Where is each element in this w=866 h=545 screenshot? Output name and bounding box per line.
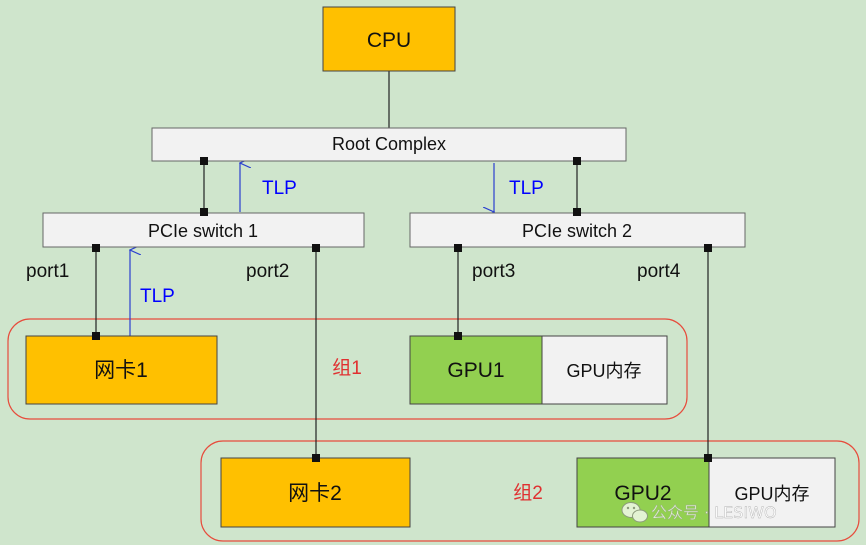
tlp-label-switch2: TLP <box>509 178 544 199</box>
root-complex-box <box>151 127 627 162</box>
port2-label: port2 <box>246 261 289 282</box>
port3-label: port3 <box>472 261 515 282</box>
connection-lines <box>95 71 709 458</box>
pcie-switch-1-label: PCIe switch 1 <box>148 221 258 241</box>
gpu-2-label: GPU2 <box>614 482 671 505</box>
group1-label: 组1 <box>332 357 362 379</box>
cpu-label: CPU <box>367 29 411 52</box>
port-connector-dots <box>92 157 712 462</box>
gpu-1-memory-box <box>541 335 668 405</box>
gpu-1-label: GPU1 <box>447 359 504 382</box>
pcie-switch-1-box <box>42 212 365 248</box>
nic-1-label: 网卡1 <box>94 359 148 382</box>
tlp-label-nic1: TLP <box>140 286 175 307</box>
cpu-box <box>322 6 456 72</box>
nic-1-box <box>25 335 218 405</box>
port1-label: port1 <box>26 261 69 282</box>
port4-label: port4 <box>637 261 681 282</box>
gpu-2-memory-label: GPU内存 <box>734 484 809 504</box>
group2-outline <box>200 440 860 542</box>
gpu-1-memory-label: GPU内存 <box>566 361 641 381</box>
group1-outline <box>7 318 688 420</box>
watermark-text: 公众号 · LESIWO <box>651 503 777 522</box>
wechat-icon <box>621 502 648 523</box>
watermark: 公众号 · LESIWO <box>621 502 777 523</box>
pcie-switch-2-box <box>409 212 746 248</box>
group2-label: 组2 <box>513 482 543 504</box>
tlp-label-rc: TLP <box>262 178 297 199</box>
root-complex-label: Root Complex <box>332 134 446 154</box>
nic-2-label: 网卡2 <box>288 482 342 505</box>
pcie-switch-2-label: PCIe switch 2 <box>522 221 632 241</box>
gpu-2-memory-box <box>708 457 836 528</box>
